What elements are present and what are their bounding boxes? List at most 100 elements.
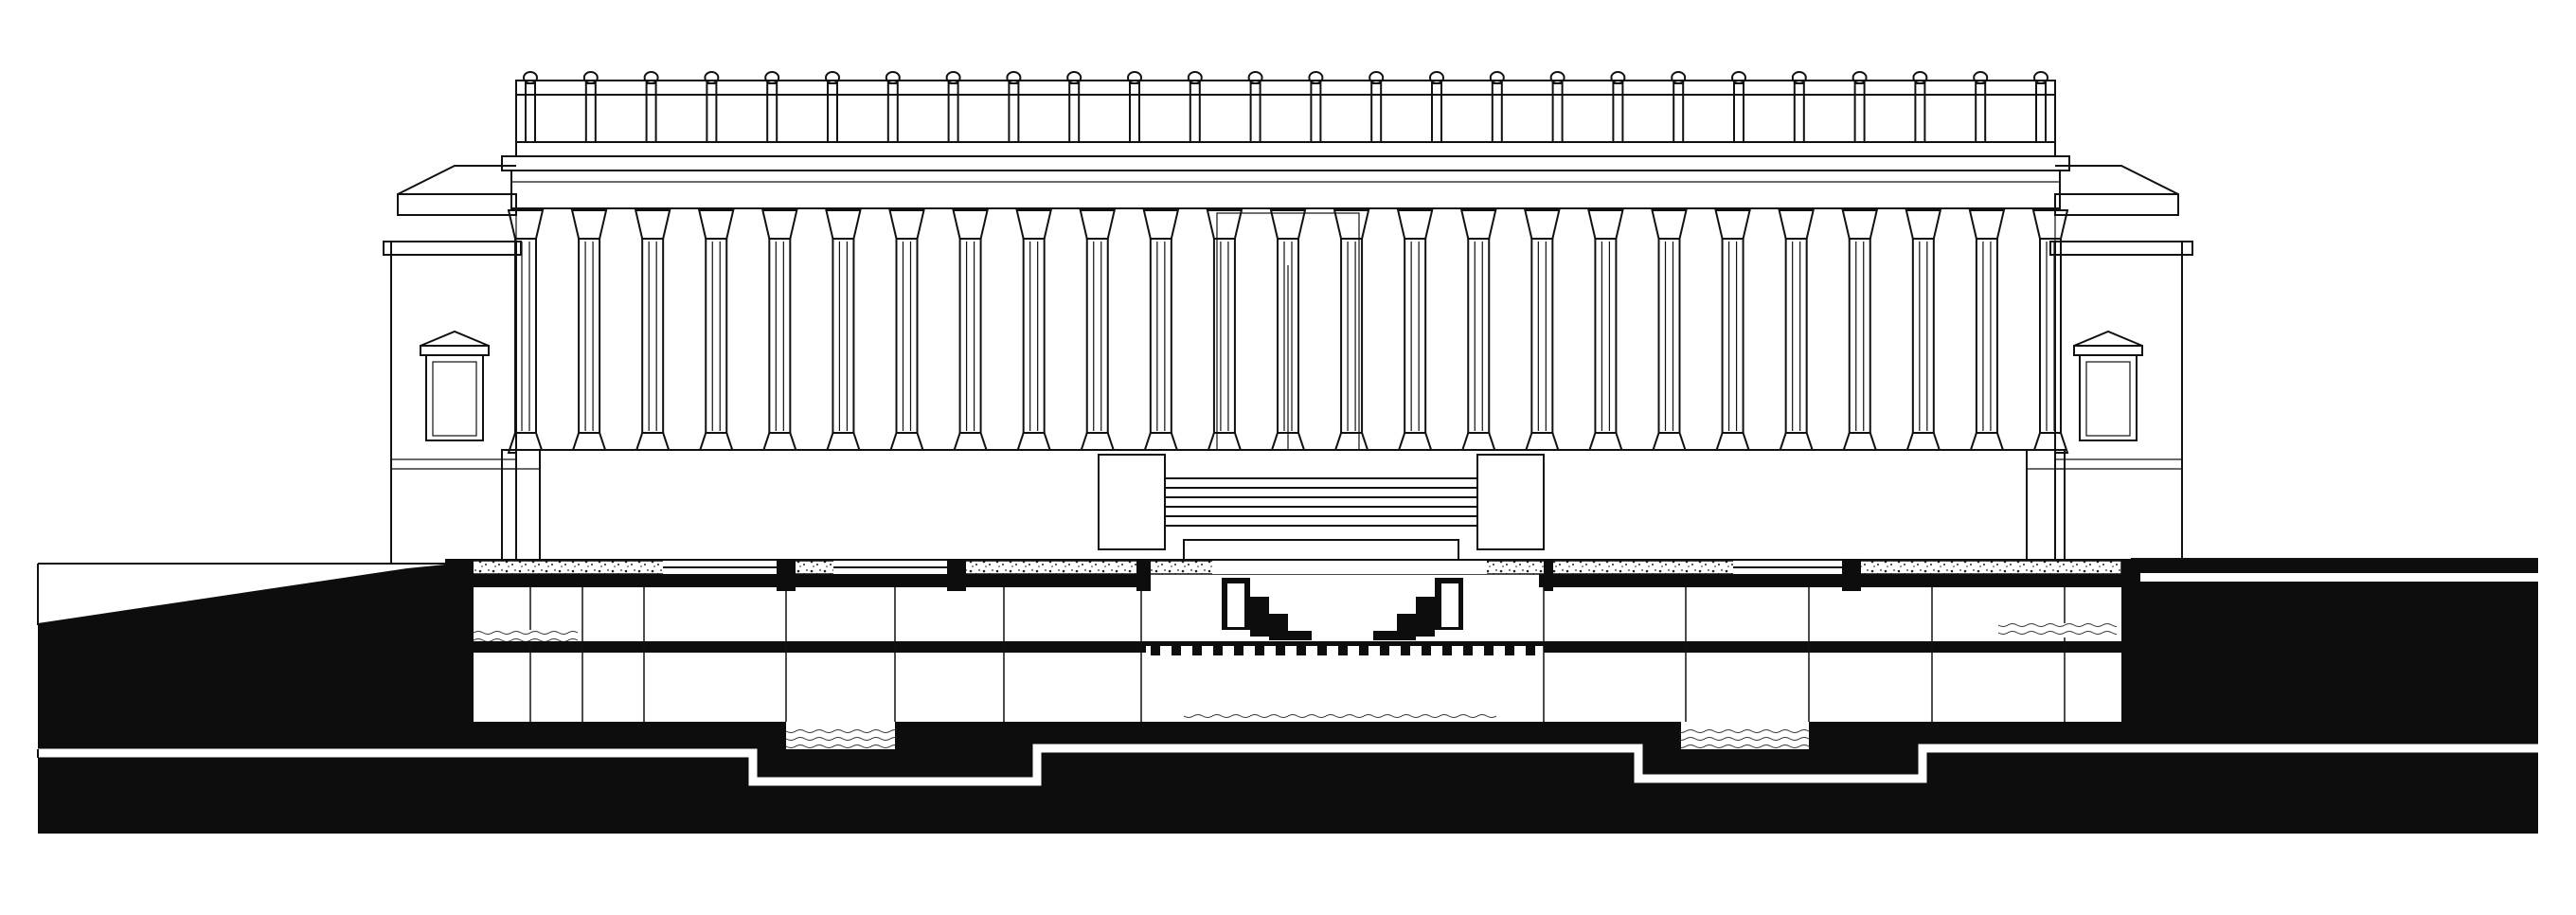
deck-pier (2121, 559, 2140, 591)
column (1206, 209, 1243, 454)
joist (1970, 574, 1981, 587)
entablature (510, 170, 2061, 209)
joist (610, 574, 621, 587)
column (634, 209, 671, 454)
central-stair (1098, 454, 1545, 565)
joist (1002, 574, 1013, 587)
balustrade-post (1127, 71, 1142, 143)
slab-tooth (1380, 646, 1389, 655)
joist (1712, 574, 1724, 587)
colonnade-frame (515, 207, 2056, 451)
balustrade-post (704, 71, 720, 143)
slab-tooth (1442, 646, 1452, 655)
joist (655, 574, 667, 587)
ground-section (37, 559, 2538, 834)
balustrade-post (1429, 71, 1444, 143)
deck-pier (777, 559, 796, 591)
deck-joists (445, 559, 2140, 591)
balustrade-post (1731, 71, 1746, 143)
slab-tooth (1484, 646, 1494, 655)
joist (1690, 574, 1701, 587)
balustrade-post (764, 71, 780, 143)
balustrade-post (1549, 71, 1565, 143)
column (1459, 209, 1497, 454)
balustrade-post (1308, 71, 1324, 143)
balustrade-post (885, 71, 901, 143)
joist (1644, 574, 1655, 587)
left-wing (390, 241, 517, 565)
joist (1879, 574, 1890, 587)
basement-columns (529, 587, 2066, 722)
column (1905, 209, 1942, 454)
balustrade-post (1187, 71, 1203, 143)
slab-tooth (1463, 646, 1473, 655)
joist (1599, 574, 1610, 587)
slab-tooth (1151, 646, 1160, 655)
slab-tooth (1192, 646, 1202, 655)
joist (1621, 574, 1633, 587)
right-window (2073, 330, 2143, 441)
column (1841, 209, 1879, 454)
balustrade-post (643, 71, 659, 143)
central-cistern (1184, 710, 1496, 722)
cornice (501, 155, 2070, 171)
joist (1993, 574, 2004, 587)
slab-tooth (1234, 646, 1243, 655)
joist (633, 574, 644, 587)
column (825, 209, 862, 454)
column (570, 209, 608, 454)
balustrade-post (1973, 71, 1989, 143)
balustrade-post (1066, 71, 1082, 143)
left-pool (474, 630, 578, 641)
joist (2106, 574, 2118, 587)
column (1778, 209, 1816, 454)
balustrade-post (1610, 71, 1626, 143)
column (1079, 209, 1117, 454)
joist (1902, 574, 1913, 587)
left-cistern (786, 725, 895, 749)
joist (1070, 574, 1082, 587)
slab-tooth (1213, 646, 1223, 655)
balustrade-post (2033, 71, 2048, 143)
balustrade-post (1247, 71, 1263, 143)
slab-tooth (1255, 646, 1264, 655)
joist (474, 574, 485, 587)
deck-pier (445, 559, 474, 591)
balustrade-post (1852, 71, 1868, 143)
foundation-band (38, 744, 2538, 834)
attic-balustrade (515, 80, 2056, 157)
column (1396, 209, 1434, 454)
slab-tooth (1505, 646, 1514, 655)
column (2031, 209, 2069, 454)
balustrade-post (582, 71, 599, 143)
joist (1667, 574, 1678, 587)
section-stair (1222, 578, 1463, 640)
deck-pier (1544, 559, 1553, 591)
joist (542, 574, 553, 587)
slab-tooth (1276, 646, 1285, 655)
joist (2084, 574, 2095, 587)
joist (2038, 574, 2049, 587)
joist (2015, 574, 2027, 587)
joist (1025, 574, 1036, 587)
left-wing-pediment (397, 165, 516, 195)
column (697, 209, 735, 454)
slab-tooth (1338, 646, 1348, 655)
balustrade-post (945, 71, 961, 143)
column (1142, 209, 1180, 454)
joist (519, 574, 530, 587)
balustrade-post (1368, 71, 1385, 143)
right-wing-pediment (2055, 165, 2179, 195)
deck-pier (1136, 559, 1151, 591)
balustrade-post (1671, 71, 1687, 143)
slab-tooth (1359, 646, 1368, 655)
joist (564, 574, 576, 587)
column (1968, 209, 2006, 454)
column (1587, 209, 1624, 454)
column (1333, 209, 1370, 454)
joist (809, 574, 820, 587)
joist (1093, 574, 1104, 587)
column (1714, 209, 1751, 454)
